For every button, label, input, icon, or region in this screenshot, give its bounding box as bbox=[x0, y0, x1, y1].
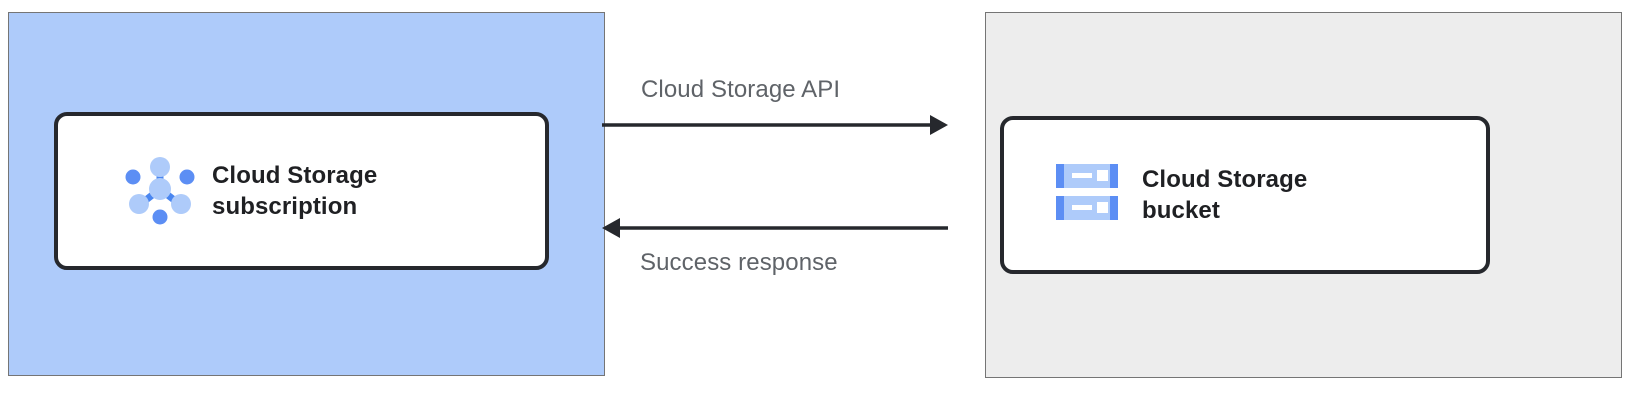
response-edge-label: Success response bbox=[640, 249, 838, 276]
cloud-storage-subscription-node[interactable]: Cloud Storage subscription bbox=[54, 112, 549, 270]
cloud-storage-bucket-label: Cloud Storage bucket bbox=[1142, 166, 1308, 224]
pubsub-subscription-icon bbox=[124, 153, 196, 230]
request-edge-label: Cloud Storage API bbox=[641, 76, 841, 103]
cloud-storage-bucket-icon bbox=[1056, 162, 1122, 229]
cloud-storage-bucket-node[interactable]: Cloud Storage bucket bbox=[1000, 116, 1490, 274]
request-edge-arrow bbox=[600, 105, 950, 145]
cloud-storage-subscription-label: Cloud Storage subscription bbox=[212, 162, 378, 220]
response-edge-arrow bbox=[600, 208, 950, 248]
